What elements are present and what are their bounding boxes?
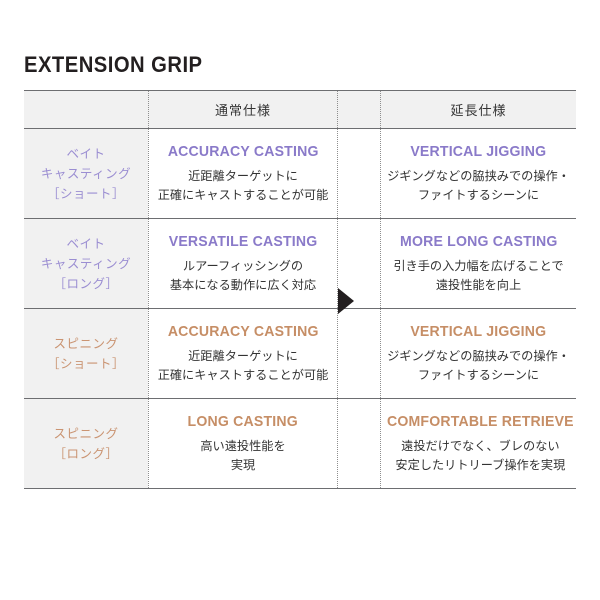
table-row: ベイト キャスティング ［ロング］ VERSATILE CASTING ルアーフ… [24,219,576,309]
arrow-right-triangle-icon [338,288,354,314]
normal-body: 近距離ターゲットに 正確にキャストすることが可能 [158,167,329,205]
normal-body-line1: 近距離ターゲットに [188,168,298,183]
extension-headline: MORE LONG CASTING [399,232,558,250]
extension-body-line1: ジギングなどの脇挟みでの操作・ [387,168,570,183]
row-label-line2: キャスティング [40,165,132,181]
normal-body-line2: 正確にキャストすることが可能 [157,187,329,202]
table-header-row: 通常仕様 延長仕様 [24,91,576,129]
header-extension-label: 延長仕様 [450,104,507,119]
row-label-line2: キャスティング [40,255,132,271]
header-cell-normal: 通常仕様 [148,91,338,128]
normal-body: 高い遠投性能を 実現 [200,437,285,475]
extension-headline: VERTICAL JIGGING [410,322,547,340]
row-extension-cell: MORE LONG CASTING 引き手の入力幅を広げることで 遠投性能を向上 [380,219,576,308]
normal-body-line1: ルアーフィッシングの [182,258,304,273]
extension-body: ジギングなどの脇挟みでの操作・ ファイトするシーンに [387,167,570,205]
row-label-cell: ベイト キャスティング ［ロング］ [24,219,148,308]
extension-body-line2: ファイトするシーンに [417,367,540,382]
normal-headline: LONG CASTING [187,412,299,430]
extension-body-line2: 遠投性能を向上 [435,277,522,292]
row-label-line1: ベイト [66,145,106,161]
table-row: スピニング ［ショート］ ACCURACY CASTING 近距離ターゲットに … [24,309,576,399]
row-label-line3: ［ショート］ [46,185,125,201]
extension-body-line2: ファイトするシーンに [417,187,540,202]
row-label-line2: ［ロング］ [53,445,119,461]
row-normal-cell: ACCURACY CASTING 近距離ターゲットに 正確にキャストすることが可… [148,309,338,398]
page-title: EXTENSION GRIP [24,52,203,77]
row-label-line2: ［ショート］ [46,355,125,371]
header-cell-extension: 延長仕様 [380,91,576,128]
row-label-line1: ベイト [66,235,106,251]
normal-headline: VERSATILE CASTING [168,232,318,250]
extension-body-line1: ジギングなどの脇挟みでの操作・ [387,348,570,363]
row-extension-cell: VERTICAL JIGGING ジギングなどの脇挟みでの操作・ ファイトするシ… [380,309,576,398]
row-normal-cell: LONG CASTING 高い遠投性能を 実現 [148,399,338,488]
normal-body-line1: 近距離ターゲットに [188,348,298,363]
normal-body: ルアーフィッシングの 基本になる動作に広く対応 [170,257,316,295]
extension-body: 遠投だけでなく、ブレのない 安定したリトリーブ操作を実現 [395,437,565,475]
extension-body: 引き手の入力幅を広げることで 遠投性能を向上 [393,257,563,295]
row-label-line1: スピニング [53,425,119,441]
extension-body-line1: 引き手の入力幅を広げることで [393,258,564,273]
normal-body-line2: 実現 [230,457,256,472]
extension-headline: COMFORTABLE RETRIEVE [386,412,574,430]
header-cell-blank [24,91,148,128]
normal-body: 近距離ターゲットに 正確にキャストすることが可能 [158,347,329,385]
row-normal-cell: ACCURACY CASTING 近距離ターゲットに 正確にキャストすることが可… [148,129,338,218]
row-label-cell: ベイト キャスティング ［ショート］ [24,129,148,218]
row-gap-cell [338,129,380,218]
row-extension-cell: VERTICAL JIGGING ジギングなどの脇挟みでの操作・ ファイトするシ… [380,129,576,218]
normal-body-line2: 基本になる動作に広く対応 [169,277,317,292]
normal-headline: ACCURACY CASTING [167,142,319,160]
normal-headline: ACCURACY CASTING [167,322,319,340]
row-label-cell: スピニング ［ロング］ [24,399,148,488]
extension-body-line1: 遠投だけでなく、ブレのない [401,438,560,453]
extension-grip-table: 通常仕様 延長仕様 ベイト キャスティング ［ショート］ ACCURACY CA… [24,90,576,489]
header-cell-gap [338,91,380,128]
row-gap-cell [338,399,380,488]
row-label-line3: ［ロング］ [53,275,119,291]
normal-body-line1: 高い遠投性能を [200,438,286,453]
table-row: スピニング ［ロング］ LONG CASTING 高い遠投性能を 実現 COMF… [24,399,576,489]
header-normal-label: 通常仕様 [214,104,271,119]
row-label-line1: スピニング [53,335,119,351]
row-extension-cell: COMFORTABLE RETRIEVE 遠投だけでなく、ブレのない 安定したリ… [380,399,580,488]
extension-body-line2: 安定したリトリーブ操作を実現 [395,457,566,472]
extension-headline: VERTICAL JIGGING [410,142,547,160]
row-label-cell: スピニング ［ショート］ [24,309,148,398]
row-normal-cell: VERSATILE CASTING ルアーフィッシングの 基本になる動作に広く対… [148,219,338,308]
row-gap-cell [338,309,380,398]
table-row: ベイト キャスティング ［ショート］ ACCURACY CASTING 近距離タ… [24,129,576,219]
extension-body: ジギングなどの脇挟みでの操作・ ファイトするシーンに [387,347,570,385]
normal-body-line2: 正確にキャストすることが可能 [157,367,329,382]
